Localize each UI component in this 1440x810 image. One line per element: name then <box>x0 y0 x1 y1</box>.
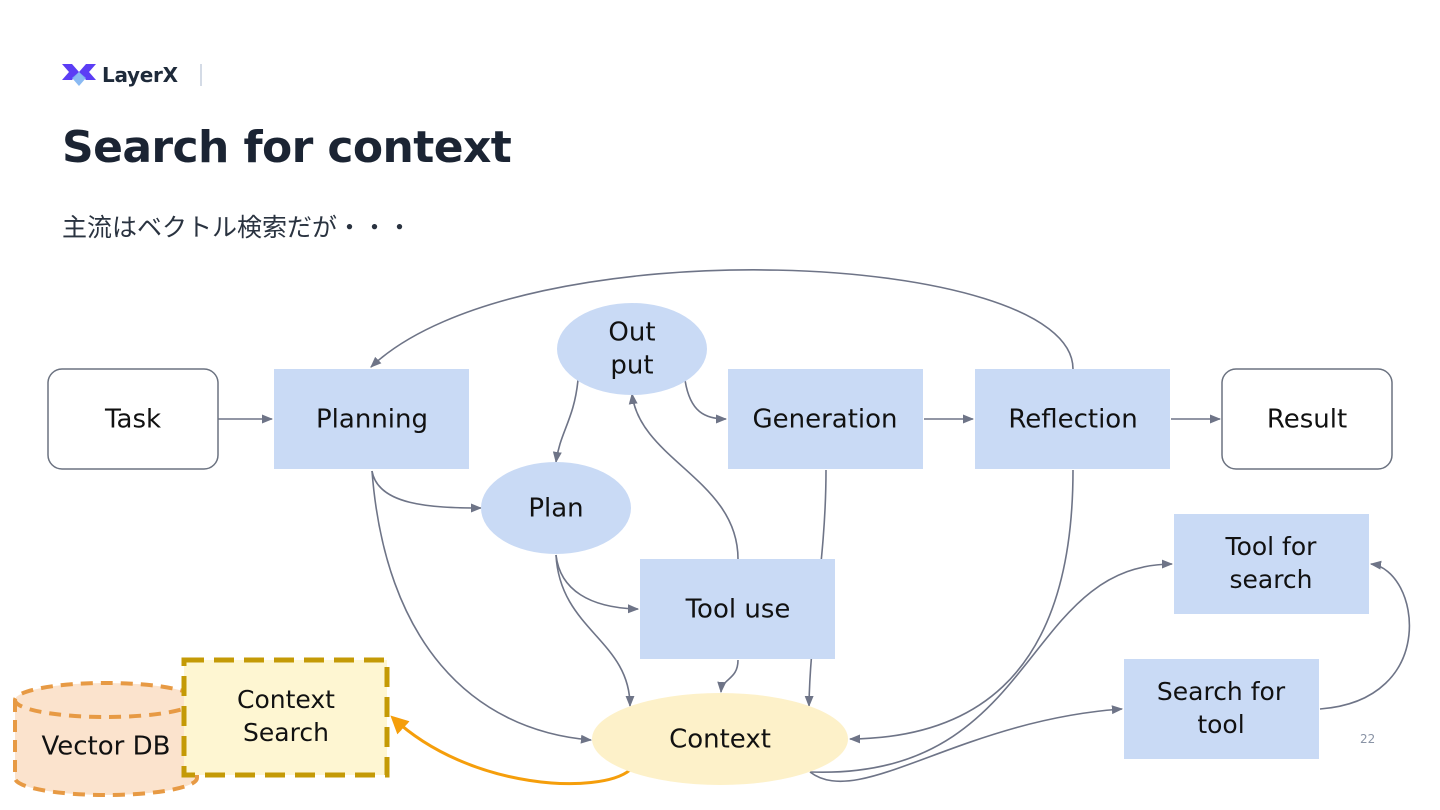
logo-divider <box>199 64 202 86</box>
svg-text:Out: Out <box>608 318 655 348</box>
svg-text:Tool use: Tool use <box>685 595 791 625</box>
svg-text:Reflection: Reflection <box>1008 405 1137 435</box>
slide-title: Search for context <box>62 122 512 173</box>
edge-output-plan <box>552 379 579 464</box>
node-task: Task <box>47 368 219 470</box>
svg-text:Search for: Search for <box>1157 677 1286 706</box>
svg-text:Tool for: Tool for <box>1225 532 1318 561</box>
edge-reflection-context <box>848 469 1074 744</box>
node-tool-use: Tool use <box>640 559 835 659</box>
node-context: Context <box>592 693 848 785</box>
layerx-logo-icon <box>62 64 96 86</box>
svg-text:Context: Context <box>237 685 335 714</box>
edge-tooluse-context <box>717 659 739 694</box>
edge-plan-tooluse <box>555 554 640 614</box>
svg-text:Planning: Planning <box>316 405 428 435</box>
svg-text:tool: tool <box>1197 710 1244 739</box>
node-search-for-tool: Search for tool <box>1124 659 1319 759</box>
node-reflection: Reflection <box>975 369 1170 469</box>
edge-plan-context <box>555 554 635 708</box>
svg-text:Result: Result <box>1267 405 1347 435</box>
edge-tooluse-output <box>628 392 739 560</box>
node-plan: Plan <box>481 462 631 554</box>
node-context-search: Context Search <box>181 657 390 778</box>
node-vector-db: Vector DB <box>13 681 199 797</box>
svg-text:Plan: Plan <box>528 494 583 524</box>
svg-text:Vector DB: Vector DB <box>42 732 171 762</box>
edge-planning-context <box>371 470 593 744</box>
brand-name: LayerX <box>102 63 178 87</box>
edge-planning-plan <box>371 470 483 513</box>
svg-text:search: search <box>1229 565 1312 594</box>
svg-text:Task: Task <box>104 405 161 435</box>
logo: LayerX <box>62 60 202 90</box>
edge-context-searchfortool <box>809 705 1124 783</box>
svg-text:Context: Context <box>669 725 771 755</box>
edge-output-generation <box>684 379 728 424</box>
edge-context-contextsearch <box>390 715 631 786</box>
page-number: 22 <box>1360 732 1376 746</box>
svg-text:Generation: Generation <box>752 405 897 435</box>
slide-subtitle: 主流はベクトル検索だが・・・ <box>62 213 413 242</box>
edge-reflection-planning <box>370 269 1074 370</box>
node-generation: Generation <box>728 369 923 469</box>
node-planning: Planning <box>274 369 469 469</box>
node-result: Result <box>1221 368 1393 470</box>
node-tool-for-search: Tool for search <box>1174 514 1369 614</box>
edge-searchfortool-toolforsearch <box>1319 560 1411 710</box>
node-output: Out put <box>557 303 707 395</box>
edge-context-toolforsearch <box>809 559 1174 773</box>
svg-text:put: put <box>610 351 653 381</box>
svg-text:Search: Search <box>243 718 329 747</box>
